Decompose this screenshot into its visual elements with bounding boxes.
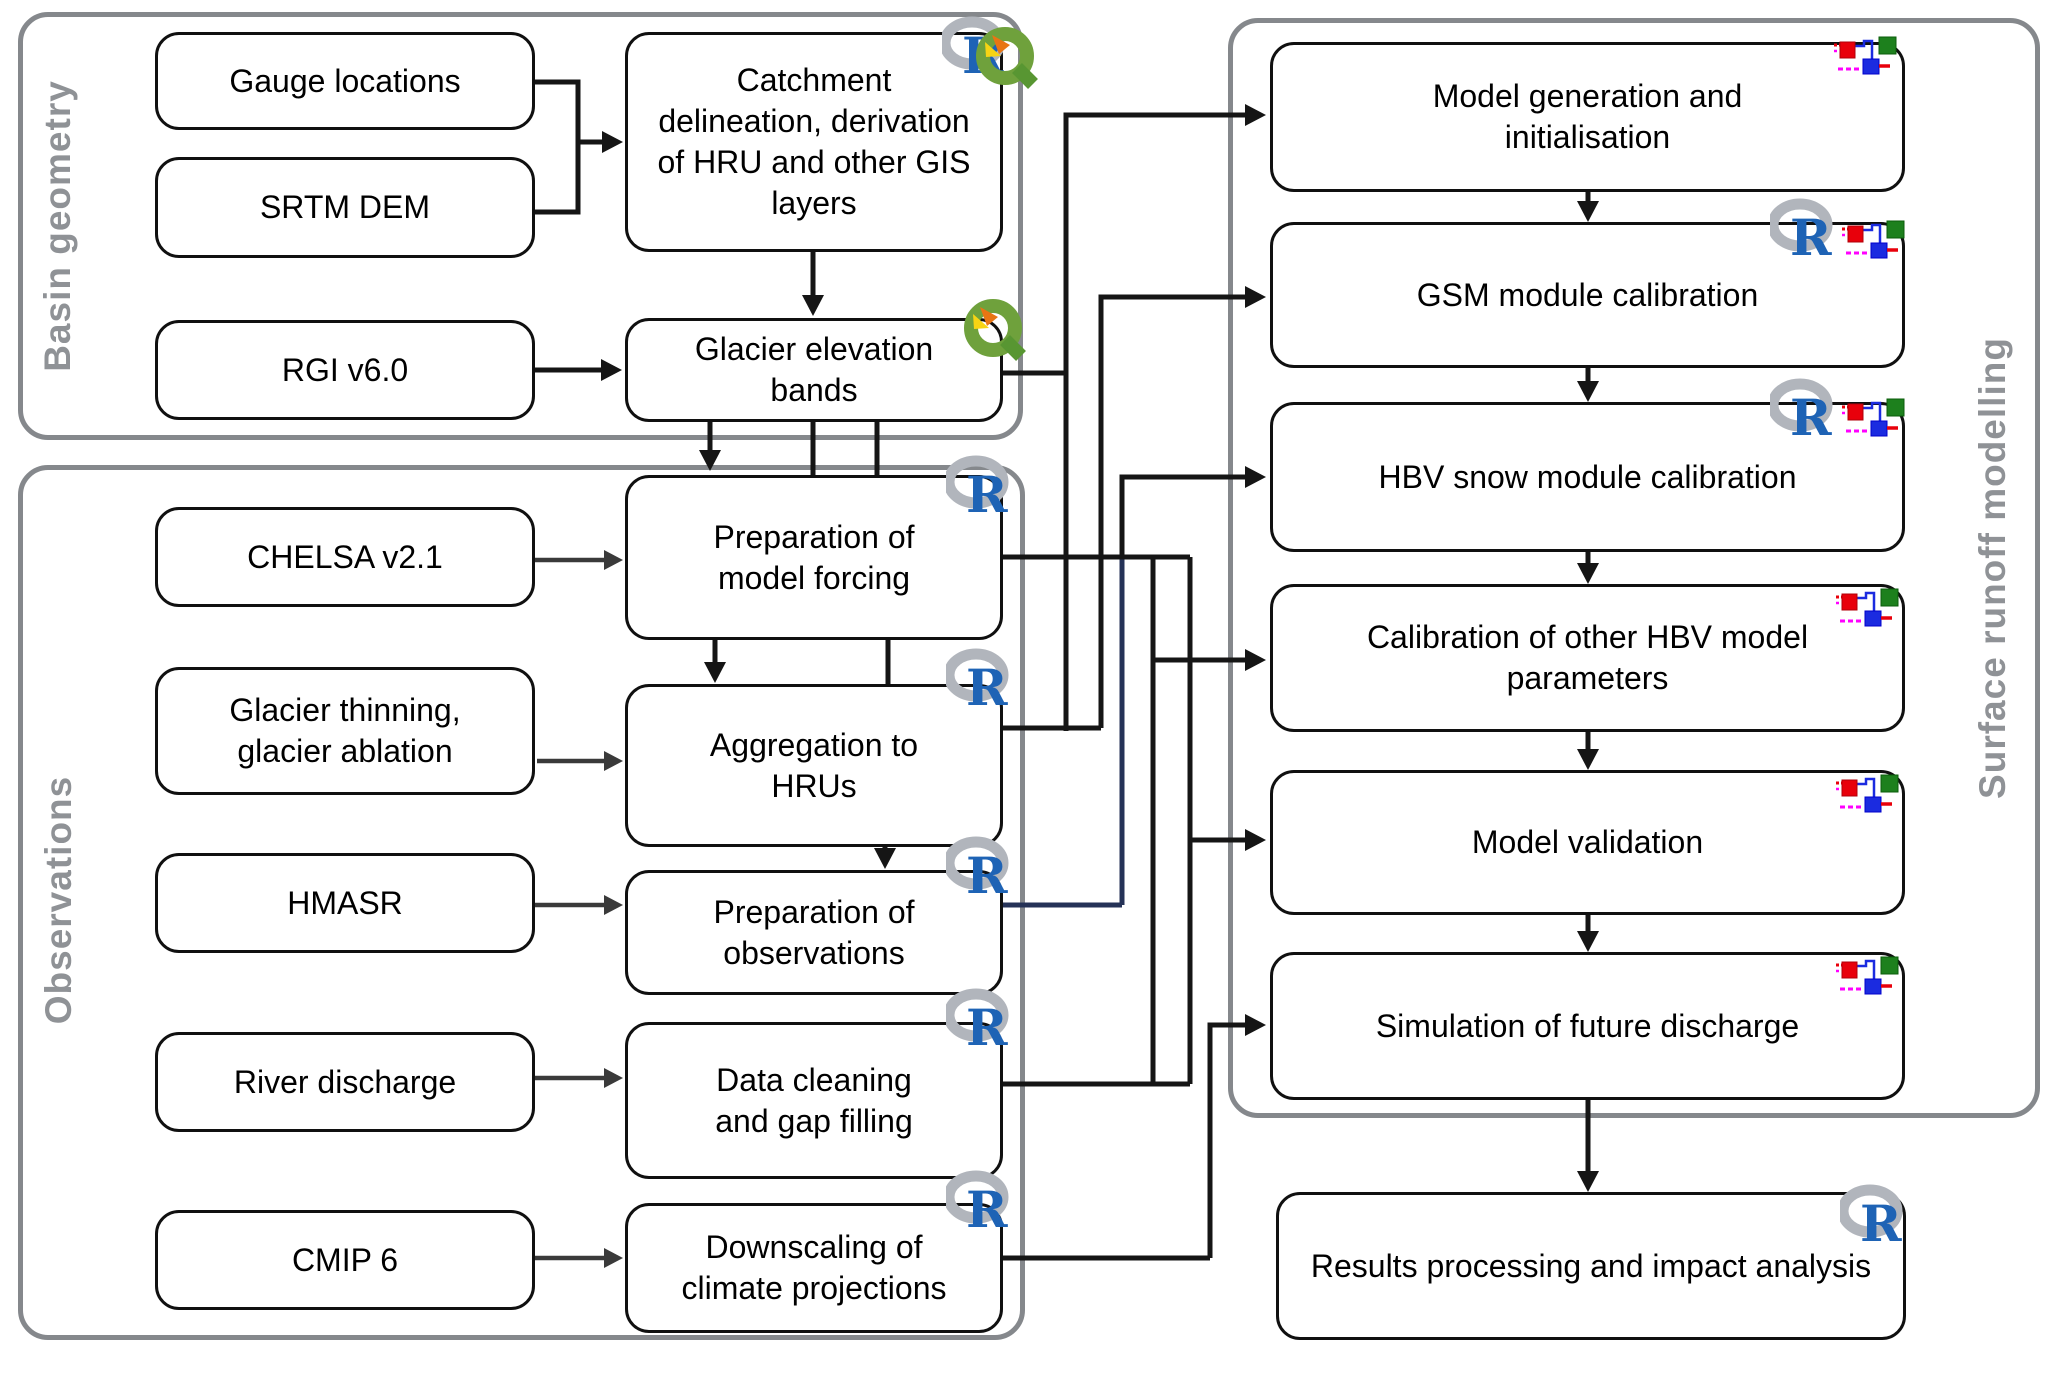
box-label: HMASR <box>287 884 403 921</box>
group-label-observations: Observations <box>38 775 79 1025</box>
box-gauge-locations: Gauge locations <box>155 32 535 130</box>
box-gsm-calibration: GSM module calibration <box>1270 222 1905 368</box>
box-hmasr: HMASR <box>155 853 535 953</box>
box-results-processing: Results processing and impact analysis <box>1276 1192 1906 1340</box>
group-label-basin-geometry: Basin geometry <box>37 80 78 372</box>
box-hbv-snow-calibration: HBV snow module calibration <box>1270 402 1905 552</box>
box-model-validation: Model validation <box>1270 770 1905 915</box>
box-label: Model validation <box>1471 824 1704 861</box>
box-label: CHELSA v2.1 <box>247 538 443 575</box>
group-basin-geometry <box>18 12 1023 440</box>
box-rgi: RGI v6.0 <box>155 320 535 420</box>
group-label-surface-runoff-modelling: Surface runoff modelling <box>1972 337 2013 799</box>
box-catchment-delineation: Catchment delineation, derivation of HRU… <box>625 32 1003 252</box>
box-label: Glacier thinning, glacier ablation <box>229 692 461 769</box>
box-preparation-observations: Preparation of observations <box>625 870 1003 995</box>
box-data-cleaning: Data cleaning and gap filling <box>625 1022 1003 1179</box>
box-label: Preparation of model forcing <box>713 518 915 596</box>
box-river-discharge: River discharge <box>155 1032 535 1132</box>
box-simulation-future-discharge: Simulation of future discharge <box>1270 952 1905 1100</box>
box-label: Preparation of observations <box>713 893 915 971</box>
box-label: River discharge <box>233 1063 457 1100</box>
box-preparation-model-forcing: Preparation of model forcing <box>625 475 1003 640</box>
box-glacier-elevation-bands: Glacier elevation bands <box>625 318 1003 422</box>
box-label: CMIP 6 <box>291 1241 399 1278</box>
box-downscaling: Downscaling of climate projections <box>625 1203 1003 1333</box>
box-label: Simulation of future discharge <box>1375 1007 1800 1044</box>
box-srtm-dem: SRTM DEM <box>155 157 535 258</box>
box-model-generation: Model generation and initialisation <box>1270 42 1905 192</box>
box-label: Glacier elevation bands <box>694 331 934 408</box>
box-label: Downscaling of climate projections <box>681 1229 947 1306</box>
box-label: Catchment delineation, derivation of HRU… <box>657 62 971 221</box>
box-label: Model generation and initialisation <box>1432 78 1743 155</box>
box-glacier-thinning: Glacier thinning, glacier ablation <box>155 667 535 795</box>
box-label: SRTM DEM <box>259 189 431 226</box>
box-label: Aggregation to HRUs <box>709 726 919 804</box>
box-label: Calibration of other HBV model parameter… <box>1366 619 1809 696</box>
box-hbv-other-calibration: Calibration of other HBV model parameter… <box>1270 584 1905 732</box>
box-label: GSM module calibration <box>1416 276 1759 313</box>
box-label: Data cleaning and gap filling <box>715 1061 913 1139</box>
box-label: HBV snow module calibration <box>1378 458 1797 495</box>
box-label: RGI v6.0 <box>281 351 409 388</box>
box-cmip6: CMIP 6 <box>155 1210 535 1310</box>
box-label: Gauge locations <box>229 62 461 99</box>
box-label: Results processing and impact analysis <box>1310 1247 1872 1284</box>
box-aggregation-hrus: Aggregation to HRUs <box>625 684 1003 847</box>
box-chelsa: CHELSA v2.1 <box>155 507 535 607</box>
